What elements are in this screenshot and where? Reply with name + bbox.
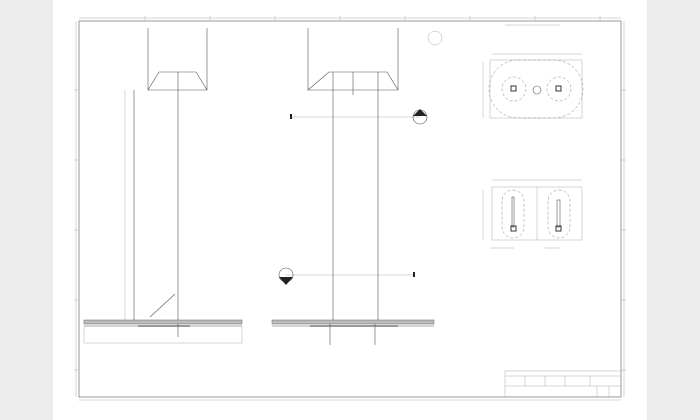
bottom-plan-view [482,179,583,249]
front-elevation-view [83,28,243,344]
sheet-border [74,16,626,401]
top-plan-view [482,53,584,119]
drawing-sheet [53,0,647,420]
title-block [504,24,622,398]
side-elevation-view [271,28,443,345]
